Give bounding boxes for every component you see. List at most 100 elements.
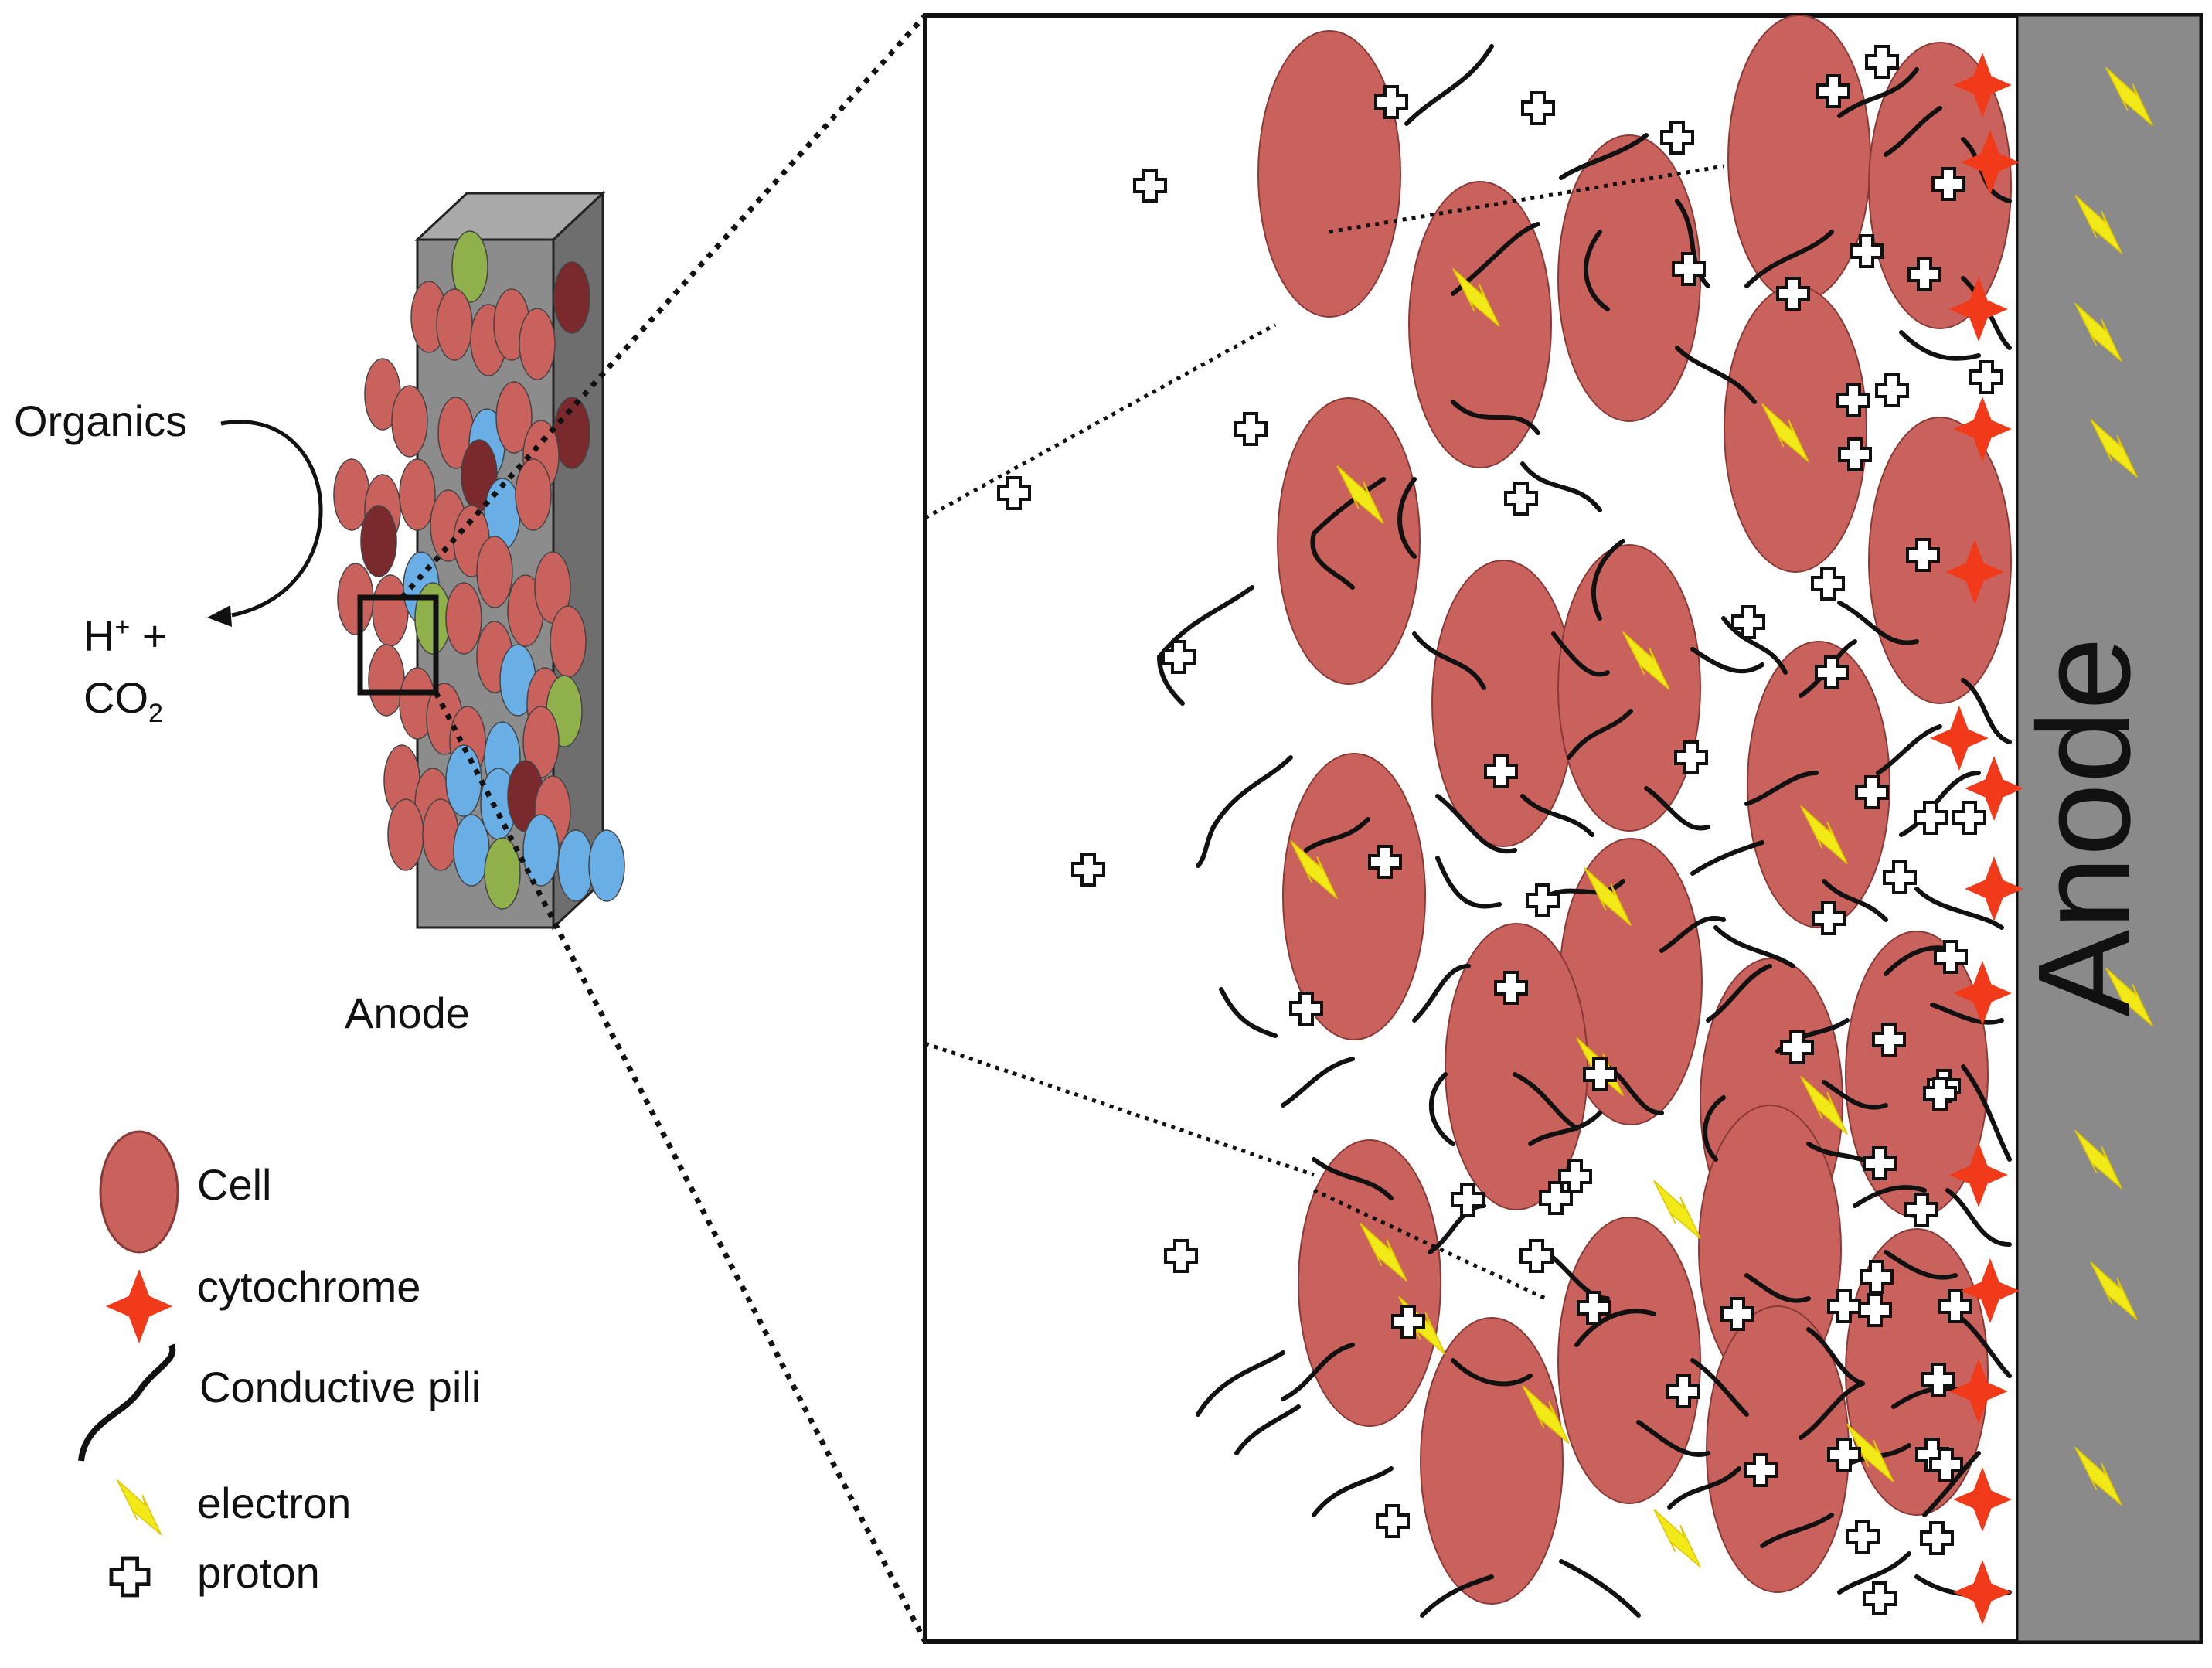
cell-large — [1431, 560, 1575, 847]
cell-large — [1408, 181, 1552, 468]
anode-label-small: Anode — [345, 989, 470, 1037]
conductive-pilus — [1429, 1072, 1455, 1146]
conductive-pilus — [1636, 1420, 1710, 1457]
legend-cytochrome-icon — [105, 1269, 173, 1343]
conductive-pilus — [1404, 44, 1494, 126]
cell-large — [1747, 641, 1890, 928]
legend — [78, 1130, 179, 1595]
conductive-pilus — [1721, 616, 1788, 675]
conductive-pilus — [1281, 1057, 1355, 1108]
conductive-pilus — [1690, 1358, 1749, 1417]
anode-label-large: Anode — [2011, 637, 2158, 1017]
conductive-pilus — [1837, 1551, 1911, 1595]
conductive-pilus — [1310, 531, 1355, 590]
h-plus-label: H+ + — [83, 611, 168, 661]
legend-pili-icon — [78, 1343, 176, 1462]
conductive-pilus — [1219, 987, 1278, 1038]
legend-proton-icon — [111, 1558, 148, 1595]
conductive-pilus — [1551, 631, 1610, 677]
conductive-pilus — [1884, 106, 1942, 157]
conductive-pilus — [1744, 771, 1819, 806]
conductive-pilus — [1961, 276, 2012, 350]
cell-small — [519, 308, 556, 380]
cell-small — [553, 397, 590, 469]
conductive-pilus — [1822, 1080, 1888, 1110]
conductive-pilus — [1559, 133, 1649, 180]
conductive-pilus — [1451, 1358, 1533, 1387]
cell-small — [484, 837, 521, 910]
conductive-pilus — [1675, 199, 1710, 288]
co2-subscript: 2 — [148, 699, 163, 729]
cell-large — [1257, 30, 1401, 318]
conductive-pilus — [1196, 825, 1216, 868]
cell-small — [550, 605, 587, 678]
zoom-lines — [400, 13, 928, 1643]
conductive-pilus — [1435, 856, 1502, 909]
legend-cell-label: Cell — [197, 1160, 272, 1209]
cell-small — [451, 230, 488, 303]
conductive-pilus — [1312, 1466, 1394, 1517]
conductive-pilus — [1520, 461, 1602, 512]
conductive-pilus — [1520, 794, 1594, 837]
cell-large — [1724, 285, 1867, 573]
organics-label: Organics — [14, 397, 188, 445]
conductive-pilus — [1412, 964, 1471, 1023]
conductive-pilus — [1961, 678, 2012, 744]
organics-arrowhead — [207, 605, 232, 627]
conductive-pilus — [1876, 724, 1942, 775]
conductive-pilus — [1961, 1064, 2012, 1162]
cell-small — [436, 288, 473, 361]
conductive-pilus — [1644, 786, 1710, 831]
conductive-pilus — [1312, 477, 1386, 536]
conductive-pilus — [1884, 1250, 1958, 1280]
conductive-pilus — [1806, 1327, 1865, 1386]
organics-arrow — [220, 420, 323, 618]
cell-small — [495, 381, 533, 454]
cell-small — [372, 574, 409, 647]
conductive-pilus — [1899, 330, 1981, 361]
conductive-pilus — [1211, 755, 1293, 829]
cell-large — [1557, 544, 1701, 832]
conductive-pilus — [1412, 631, 1486, 690]
conductive-pilus — [1583, 230, 1610, 311]
conductive-pilus — [1157, 655, 1185, 706]
cell-small — [515, 458, 552, 531]
cell-large — [1727, 15, 1871, 302]
plus-sign: + — [130, 611, 168, 660]
conductive-pilus — [1690, 840, 1764, 876]
conductive-pilus — [1667, 1466, 1741, 1510]
conductive-pilus — [1853, 1185, 1927, 1208]
cell-large — [1868, 417, 2012, 704]
conductive-pilus — [1914, 887, 2004, 930]
conductive-pilus — [1822, 879, 1888, 922]
cell-large — [1557, 1217, 1701, 1504]
cell-large — [1557, 134, 1701, 422]
conductive-pilus — [1591, 539, 1625, 621]
conductive-pilus — [1574, 1309, 1656, 1347]
co-symbol: CO — [83, 673, 148, 722]
cell-small — [414, 582, 451, 655]
conductive-pilus — [1451, 400, 1540, 435]
cell-small — [476, 536, 513, 608]
conductive-pilus — [1899, 771, 1981, 837]
cell-small — [399, 458, 436, 531]
conductive-pilus — [1837, 601, 1919, 645]
anode-surface — [2016, 14, 2202, 1643]
cell-small — [387, 798, 424, 871]
conductive-pilus — [1744, 1273, 1811, 1303]
cell-small — [422, 798, 459, 871]
conductive-pilus — [1659, 916, 1726, 953]
cell-large — [1277, 397, 1421, 685]
cell-small — [557, 829, 594, 902]
cell-small — [522, 814, 560, 887]
conductive-pilus — [1281, 1343, 1355, 1401]
conductive-pilus — [1513, 1072, 1579, 1131]
conductive-pilus — [1690, 647, 1764, 674]
conductive-pilus — [1196, 1350, 1285, 1417]
conductive-pilus — [1559, 1559, 1641, 1618]
conductive-pilus — [1312, 1157, 1394, 1200]
legend-cytochrome-label: cytochrome — [197, 1262, 421, 1311]
conductive-pilus — [1304, 817, 1370, 853]
